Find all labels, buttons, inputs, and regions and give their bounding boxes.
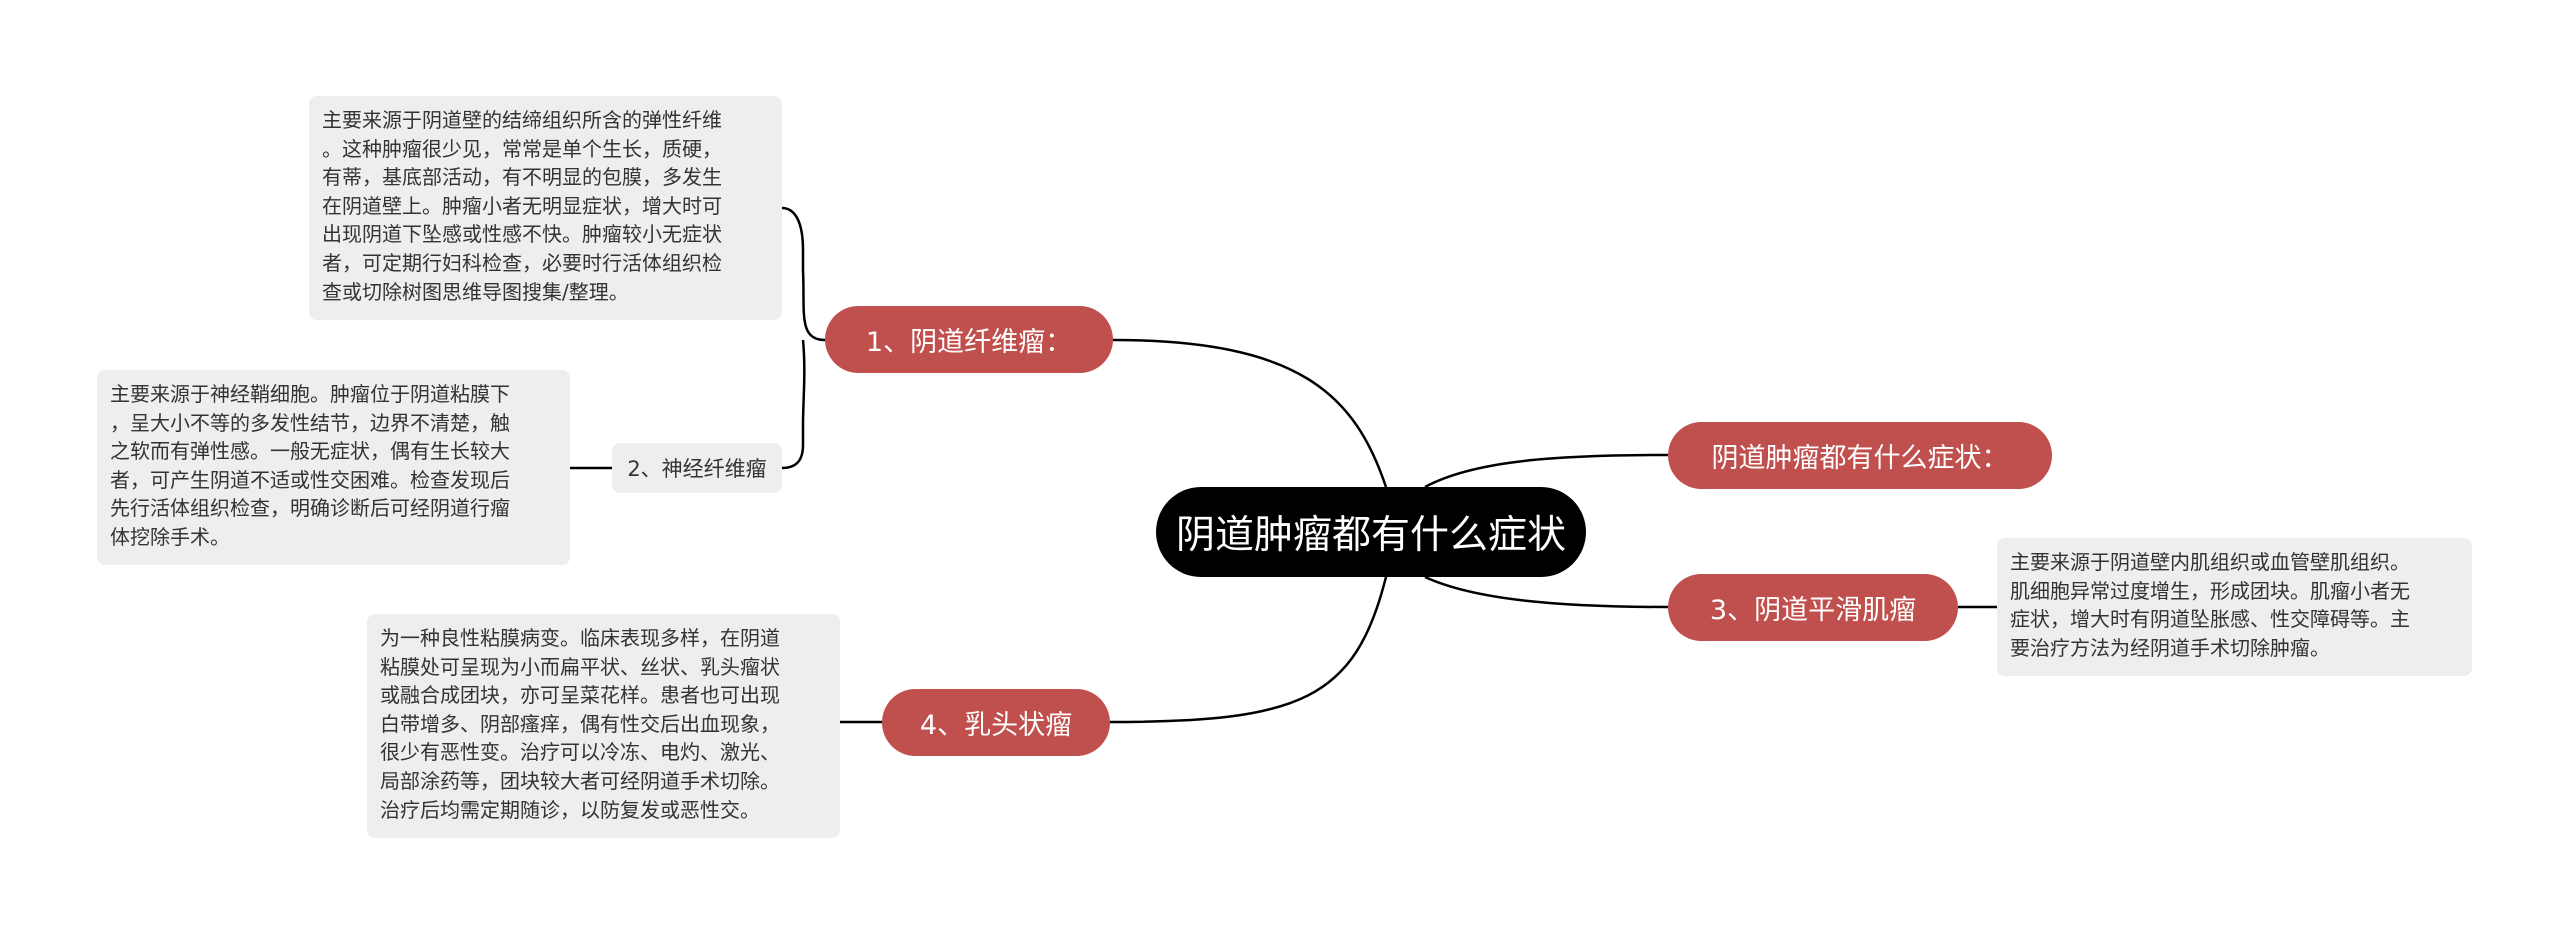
connector-t1-bracket (781, 206, 826, 470)
note-line: 在阴道壁上。肿瘤小者无明显症状，增大时可 (322, 193, 722, 218)
note-line: 体挖除手术。 (110, 524, 230, 549)
note-line: 白带增多、阴部瘙痒，偶有性交后出血现象， (380, 711, 780, 736)
note-line: 查或切除树图思维导图搜集/整理。 (322, 279, 629, 304)
topic-symptoms-header[interactable]: 阴道肿瘤都有什么症状： (1668, 422, 2052, 489)
note-line: 者，可定期行妇科检查，必要时行活体组织检 (322, 250, 722, 275)
connector-central-to-t3 (1424, 575, 1669, 609)
note-line: 要治疗方法为经阴道手术切除肿瘤。 (2010, 635, 2330, 660)
note-line: 主要来源于阴道壁内肌组织或血管壁肌组织。 (2010, 550, 2410, 574)
topic-vaginal-fibroma[interactable]: 1、阴道纤维瘤： (825, 306, 1113, 373)
connector-central-to-header (1424, 453, 1669, 489)
note-leiomyoma: 主要来源于阴道壁内肌组织或血管壁肌组织。 肌细胞异常过度增生，形成团块。肌瘤小者… (1997, 538, 2472, 676)
topic-vaginal-leiomyoma[interactable]: 3、阴道平滑肌瘤 (1668, 574, 1958, 641)
note-line: 很少有恶性变。治疗可以冷冻、电灼、激光、 (380, 740, 780, 765)
note-line: 肌细胞异常过度增生，形成团块。肌瘤小者无 (2010, 578, 2410, 603)
note-line: 者，可产生阴道不适或性交困难。检查发现后 (110, 467, 510, 492)
note-line: 先行活体组织检查，明确诊断后可经阴道行瘤 (110, 496, 510, 521)
topic-papilloma[interactable]: 4、乳头状瘤 (882, 689, 1110, 756)
central-topic[interactable]: 阴道肿瘤都有什么症状 (1156, 487, 1586, 577)
note-papilloma: 为一种良性粘膜病变。临床表现多样，在阴道 粘膜处可呈现为小而扁平状、丝状、乳头瘤… (367, 614, 840, 838)
note-line: 主要来源于神经鞘细胞。肿瘤位于阴道粘膜下 (110, 382, 510, 406)
note-fibroma: 主要来源于阴道壁的结缔组织所含的弹性纤维 。这种肿瘤很少见，常常是单个生长，质硬… (309, 96, 782, 320)
note-line: 为一种良性粘膜病变。临床表现多样，在阴道 (380, 626, 780, 650)
note-neurofibroma: 主要来源于神经鞘细胞。肿瘤位于阴道粘膜下 ，呈大小不等的多发性结节，边界不清楚，… (97, 370, 570, 565)
note-line: 症状，增大时有阴道坠胀感、性交障碍等。主 (2010, 607, 2410, 632)
note-line: 治疗后均需定期随诊，以防复发或恶性交。 (380, 797, 760, 822)
note-line: 主要来源于阴道壁的结缔组织所含的弹性纤维 (322, 108, 722, 132)
connector-central-to-t4 (1109, 576, 1388, 724)
note-line: 出现阴道下坠感或性感不快。肿瘤较小无症状 (322, 222, 722, 247)
note-line: ，呈大小不等的多发性结节，边界不清楚，触 (110, 410, 510, 435)
subtopic-neurofibroma[interactable]: 2、神经纤维瘤 (612, 443, 782, 493)
note-line: 或融合成团块，亦可呈菜花样。患者也可出现 (380, 683, 780, 708)
note-line: 粘膜处可呈现为小而扁平状、丝状、乳头瘤状 (380, 654, 780, 679)
note-line: 局部涂药等，团块较大者可经阴道手术切除。 (380, 768, 780, 793)
note-line: 之软而有弹性感。一般无症状，偶有生长较大 (110, 439, 510, 464)
note-line: 有蒂，基底部活动，有不明显的包膜，多发生 (322, 165, 722, 190)
note-line: 。这种肿瘤很少见，常常是单个生长，质硬， (322, 136, 722, 161)
connector-central-to-t1 (1112, 338, 1388, 488)
